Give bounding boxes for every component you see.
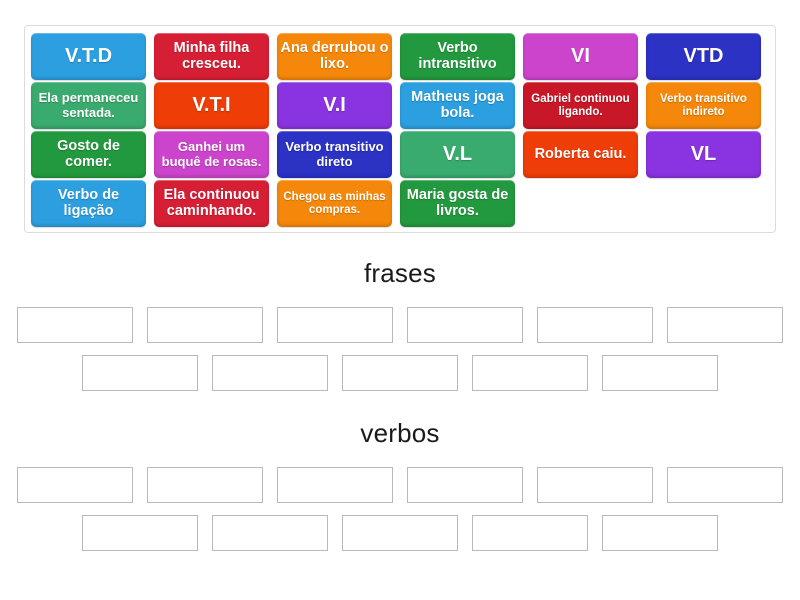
drop-slot-verbos[interactable] [82, 515, 198, 551]
word-tile[interactable]: V.T.I [154, 82, 269, 129]
word-tile[interactable]: Verbo transitivo direto [277, 131, 392, 178]
drop-slot-verbos[interactable] [407, 467, 523, 503]
drop-slot-frases[interactable] [472, 355, 588, 391]
word-tile[interactable]: Chegou as minhas compras. [277, 180, 392, 227]
drop-slot-verbos[interactable] [147, 467, 263, 503]
drop-slot-frases[interactable] [17, 307, 133, 343]
word-tile[interactable]: Ganhei um buquê de rosas. [154, 131, 269, 178]
drop-group-verbos: verbos [0, 418, 800, 563]
drop-slot-verbos[interactable] [277, 467, 393, 503]
slot-row [0, 355, 800, 391]
slot-rows-frases [0, 307, 800, 391]
drop-slot-verbos[interactable] [667, 467, 783, 503]
word-tile[interactable]: V.L [400, 131, 515, 178]
word-tile[interactable]: Maria gosta de livros. [400, 180, 515, 227]
word-bank-row: Gosto de comer.Ganhei um buquê de rosas.… [31, 131, 769, 178]
drop-slot-frases[interactable] [82, 355, 198, 391]
group-title-verbos: verbos [360, 418, 440, 448]
word-tile[interactable]: Verbo de ligação [31, 180, 146, 227]
drop-group-frases: frases [0, 258, 800, 403]
slot-row [0, 515, 800, 551]
drop-slot-frases[interactable] [537, 307, 653, 343]
word-tile[interactable]: Ela permaneceu sentada. [31, 82, 146, 129]
drop-slot-frases[interactable] [602, 355, 718, 391]
drop-slot-verbos[interactable] [472, 515, 588, 551]
word-tile[interactable]: VTD [646, 33, 761, 80]
drop-slot-verbos[interactable] [537, 467, 653, 503]
slot-row [0, 307, 800, 343]
word-tile[interactable]: Ela continuou caminhando. [154, 180, 269, 227]
word-tile[interactable]: Minha filha cresceu. [154, 33, 269, 80]
drop-slot-frases[interactable] [667, 307, 783, 343]
word-tile[interactable]: VL [646, 131, 761, 178]
drop-slot-verbos[interactable] [17, 467, 133, 503]
word-tile[interactable]: Matheus joga bola. [400, 82, 515, 129]
word-tile[interactable]: Ana derrubou o lixo. [277, 33, 392, 80]
drop-slot-frases[interactable] [277, 307, 393, 343]
slot-rows-verbos [0, 467, 800, 551]
word-tile[interactable]: Verbo intransitivo [400, 33, 515, 80]
word-tile[interactable]: Roberta caiu. [523, 131, 638, 178]
word-tile[interactable]: Verbo transitivo indireto [646, 82, 761, 129]
drop-slot-frases[interactable] [147, 307, 263, 343]
drop-slot-verbos[interactable] [602, 515, 718, 551]
drop-slot-frases[interactable] [342, 355, 458, 391]
word-tile[interactable]: VI [523, 33, 638, 80]
word-tile[interactable]: Gosto de comer. [31, 131, 146, 178]
group-title-frases: frases [363, 258, 436, 288]
drop-slot-verbos[interactable] [212, 515, 328, 551]
drop-slot-verbos[interactable] [342, 515, 458, 551]
drop-slot-frases[interactable] [407, 307, 523, 343]
word-tile[interactable]: V.T.D [31, 33, 146, 80]
word-tile[interactable]: V.I [277, 82, 392, 129]
drop-slot-frases[interactable] [212, 355, 328, 391]
word-tile[interactable]: Gabriel continuou ligando. [523, 82, 638, 129]
slot-row [0, 467, 800, 503]
